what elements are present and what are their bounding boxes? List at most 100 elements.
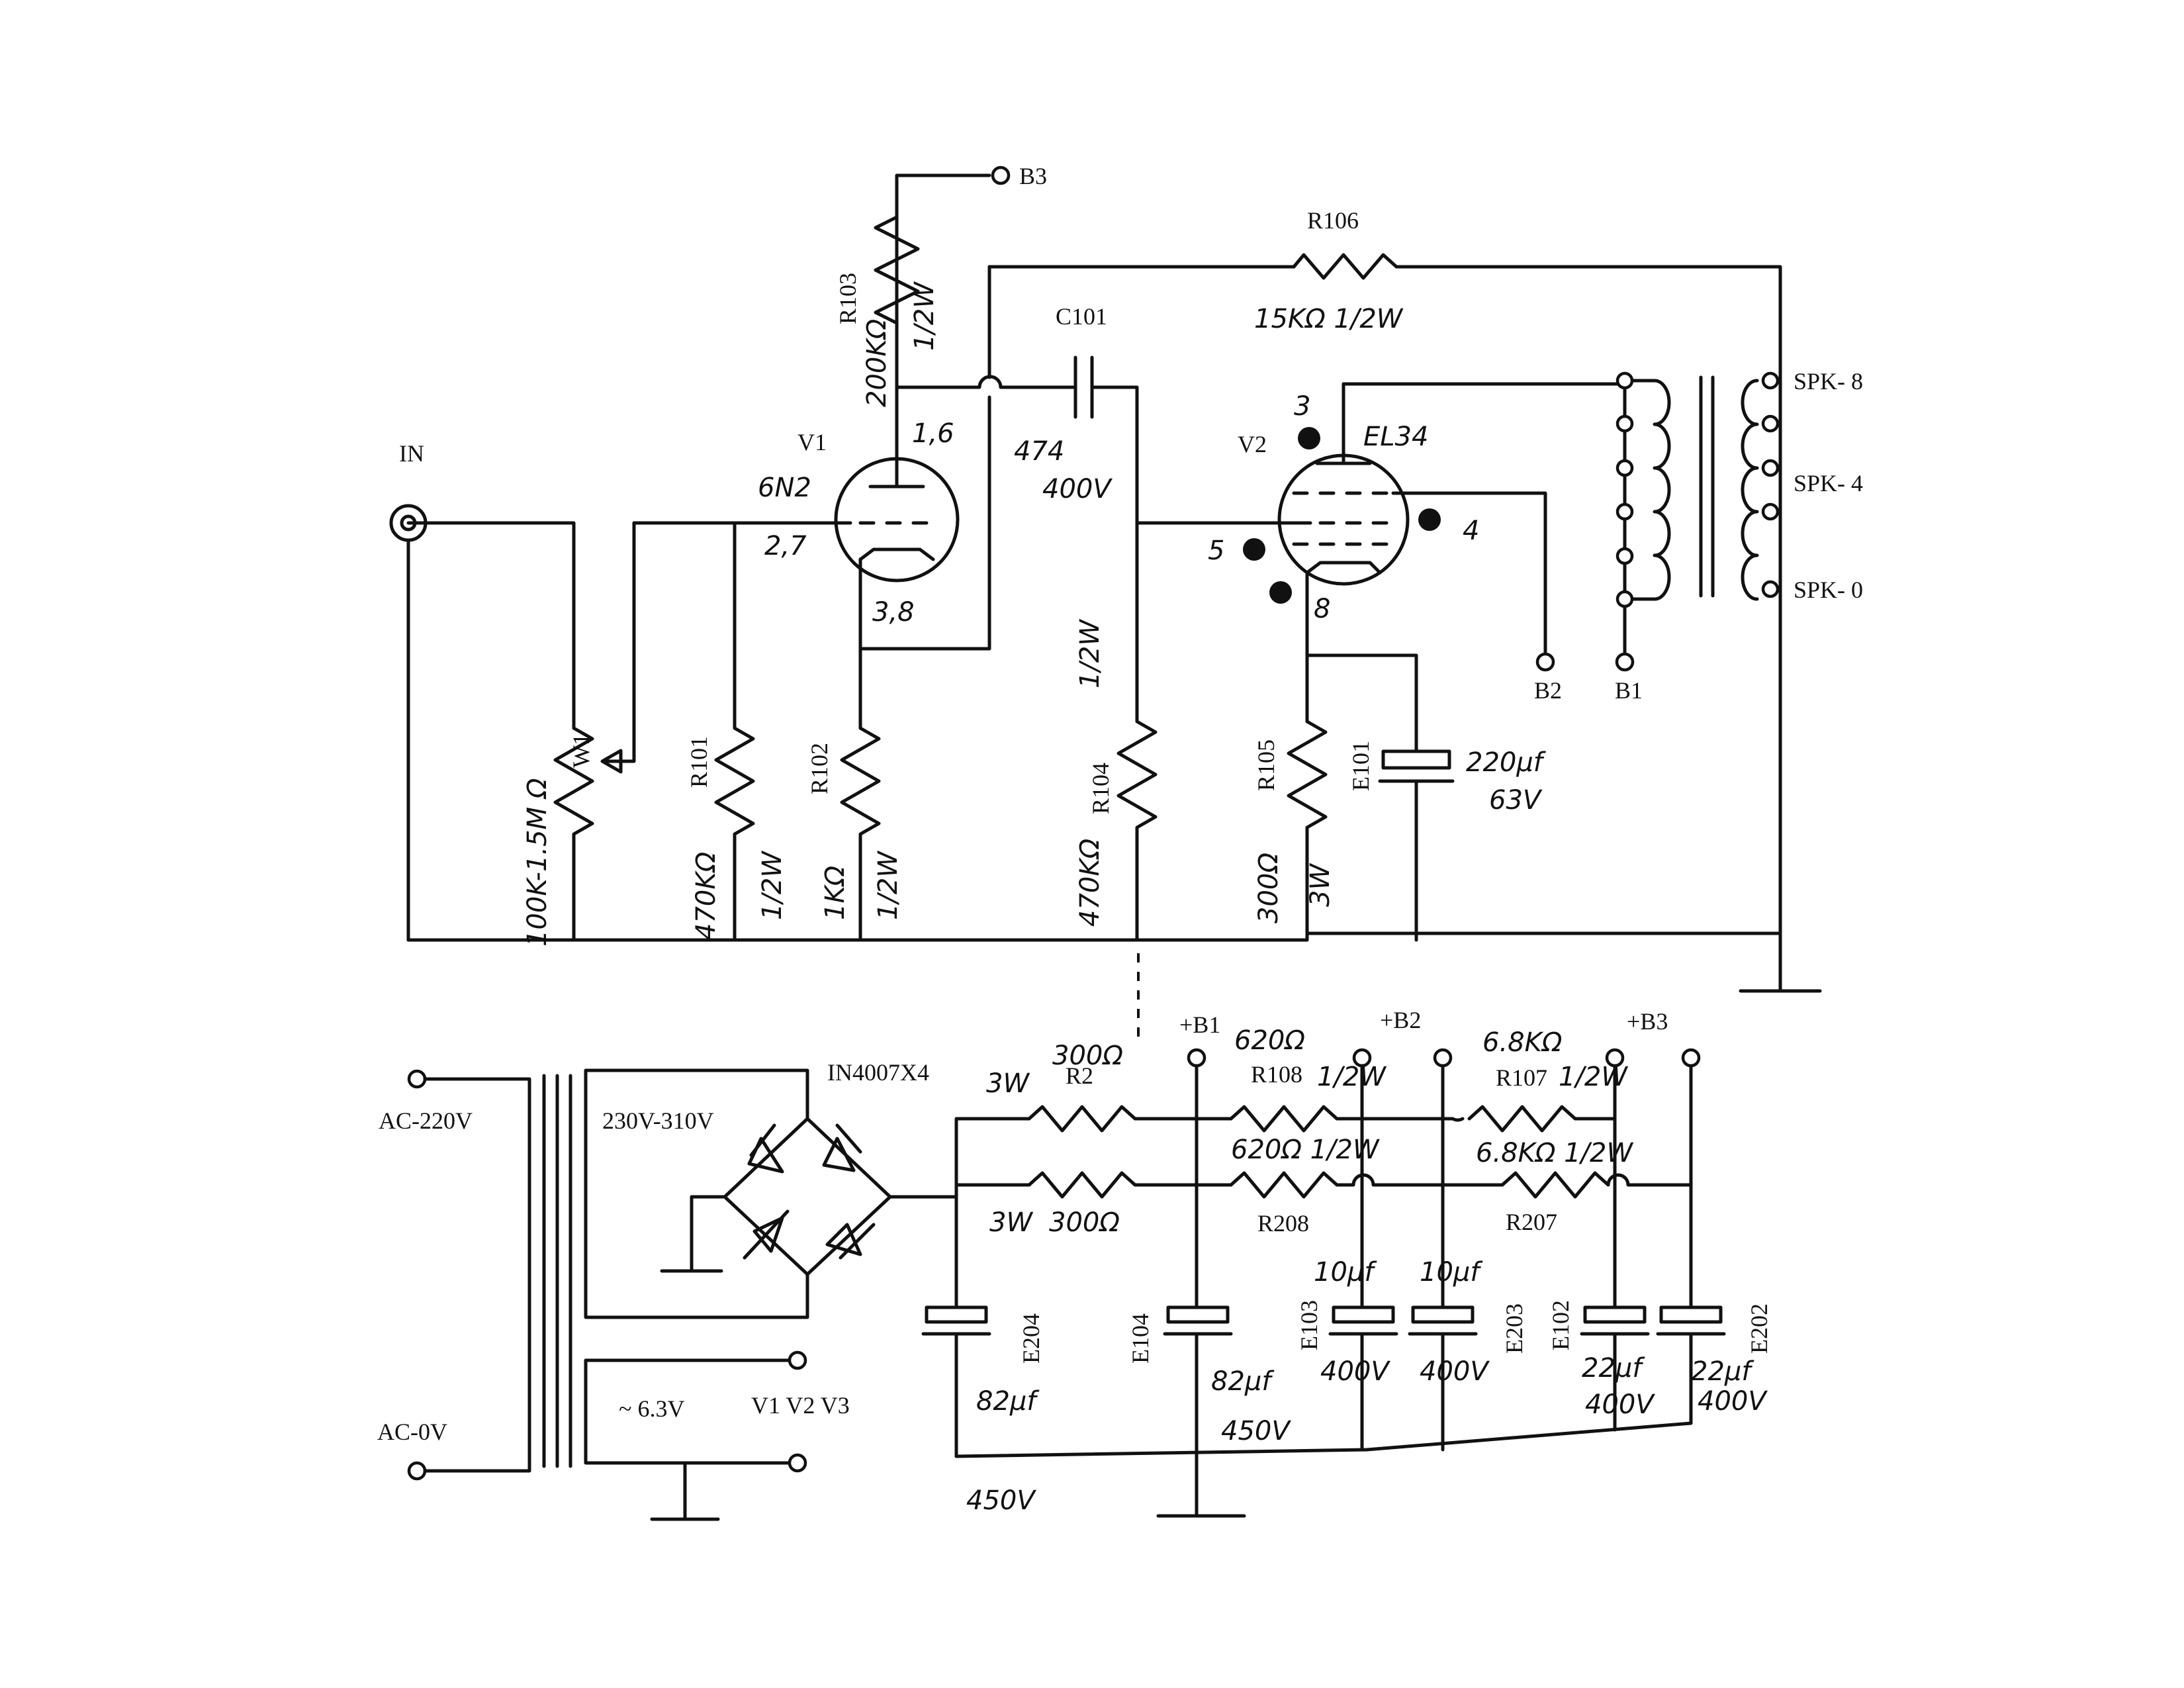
r108-power: 1/2W (1317, 1062, 1387, 1092)
e101-value: 220μf (1466, 747, 1547, 778)
e104-value: 82μf (1211, 1366, 1275, 1397)
e101-capacitor (1378, 749, 1455, 942)
power-transformer-core (542, 1074, 572, 1468)
r105-value: 300Ω (1253, 853, 1284, 923)
r207-resistor (1500, 1171, 1693, 1199)
v2-cathode-wire (1305, 571, 1418, 753)
r104-power: 1/2W (1075, 619, 1105, 688)
heater-loads-label: V1 V2 V3 (751, 1392, 850, 1419)
b1-terminal (1615, 652, 1635, 672)
ac0-terminal (407, 1461, 427, 1481)
e103-name: E103 (1296, 1300, 1322, 1350)
c101-capacitor (1073, 355, 1094, 419)
v2-pin8: 8 (1314, 594, 1330, 624)
v2-pin5-dot (1243, 538, 1265, 561)
pri-tap-6 (1615, 590, 1634, 608)
v1-pins-grid: 2,7 (764, 531, 807, 561)
e102-value: 22μf (1582, 1353, 1645, 1383)
r207-name: R207 (1506, 1209, 1557, 1235)
e103-voltage: 400V (1320, 1356, 1390, 1387)
r207-value: 6.8KΩ 1/2W (1476, 1138, 1634, 1168)
pri-tap-1 (1615, 371, 1634, 390)
hv-secondary (584, 1068, 809, 1319)
ps-ground-return (954, 1421, 1693, 1458)
v1-pins-plate: 1,6 (912, 418, 954, 449)
c101-voltage: 400V (1042, 474, 1113, 504)
pri-tap-4 (1615, 502, 1634, 521)
input-wire (406, 521, 576, 730)
e101-name: E101 (1347, 741, 1374, 791)
spk8-label: SPK- 8 (1794, 368, 1863, 395)
r101-name: R101 (686, 736, 712, 788)
spk4-label: SPK- 4 (1794, 470, 1863, 496)
pri-tap-3 (1615, 459, 1634, 477)
b2-plus-label: +B2 (1380, 1007, 1421, 1033)
r2b-resistor (1027, 1171, 1233, 1199)
r105-name: R105 (1253, 739, 1279, 791)
v2-name: V2 (1238, 431, 1267, 457)
e204-name: E204 (1018, 1313, 1044, 1364)
primary-winding (423, 1077, 531, 1473)
b2-terminal (1535, 652, 1555, 672)
e202-capacitor (1656, 1305, 1726, 1425)
b2-plus-terminal-b (1433, 1048, 1453, 1068)
r102-resistor (840, 647, 881, 942)
e104-name: E104 (1127, 1313, 1154, 1364)
w1-potentiometer (553, 521, 636, 942)
ac220-terminal (407, 1069, 427, 1089)
b1-plus-label: +B1 (1179, 1011, 1220, 1038)
r208-resistor (1229, 1171, 1504, 1199)
b3-plus-terminal-a (1605, 1048, 1625, 1068)
e102-capacitor (1580, 1305, 1650, 1432)
b2-rail-b (1441, 1064, 1465, 1122)
r2b-value: 300Ω (1049, 1207, 1120, 1238)
r105-power: 3W (1305, 863, 1336, 907)
v2-tube (1277, 382, 1410, 586)
e104-voltage: 450V (1221, 1416, 1291, 1446)
b3-terminal (991, 165, 1011, 185)
w1-value: 100K-1.5M Ω (522, 778, 553, 947)
r2-power: 3W (986, 1068, 1030, 1099)
bridge-rectifier (690, 1117, 958, 1276)
e203-name: E203 (1501, 1303, 1527, 1354)
e103-value: 10μf (1314, 1257, 1377, 1288)
e204-voltage: 450V (966, 1485, 1036, 1516)
r107-value: 6.8KΩ (1482, 1027, 1563, 1058)
e204-value: 82μf (976, 1386, 1040, 1417)
r103-power: 1/2W (909, 281, 940, 351)
v2-pin8-dot (1269, 581, 1292, 604)
b3-label: B3 (1019, 163, 1047, 189)
r108-value: 620Ω (1234, 1025, 1305, 1056)
heater-terminal-1 (788, 1350, 807, 1370)
spk4-terminal (1761, 459, 1780, 477)
plate-wire (895, 375, 1077, 389)
c101-out-wire (1090, 385, 1139, 525)
r2-value: 300Ω (1052, 1041, 1123, 1071)
b1-label: B1 (1615, 677, 1643, 704)
w1-name: W1 (568, 733, 594, 768)
heater-terminal-2 (788, 1453, 807, 1473)
feedback-to-cathode (858, 265, 991, 651)
ground-symbol (1739, 971, 1822, 993)
power-supply-section: AC-220V AC-0V 230V-310V IN4007X4 ~ 6.3V … (377, 1007, 1772, 1521)
r104-resistor (1116, 521, 1158, 942)
v2-pin3-dot (1298, 427, 1320, 449)
b2-label: B2 (1534, 677, 1562, 704)
r102-value: 1KΩ (820, 865, 850, 920)
v1-name: V1 (797, 429, 827, 455)
r104-name: R104 (1087, 763, 1114, 814)
r103-value: 200KΩ (862, 318, 892, 407)
pri-tap-5 (1615, 547, 1634, 565)
r101-value: 470KΩ (691, 851, 721, 940)
r108-name: R108 (1251, 1061, 1302, 1088)
v1-pins-cathode: 3,8 (872, 597, 915, 628)
v2-screen-wire (1391, 491, 1547, 654)
e102-voltage: 400V (1585, 1389, 1655, 1420)
e202-voltage: 400V (1698, 1386, 1768, 1417)
input-label: IN (399, 440, 424, 467)
b1-plus-terminal (1187, 1048, 1206, 1068)
b3-wire (895, 173, 991, 219)
e202-value: 22μf (1691, 1356, 1754, 1387)
r104-value: 470KΩ (1075, 838, 1105, 927)
